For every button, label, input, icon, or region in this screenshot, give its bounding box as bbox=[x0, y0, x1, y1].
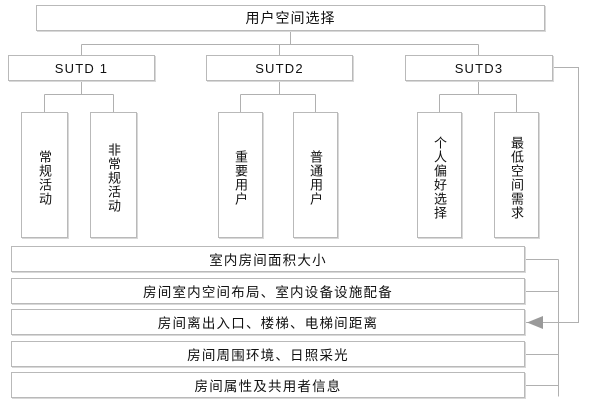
leaf-box-sutd1-irregular-activity[interactable]: 非常规活动 bbox=[90, 112, 137, 238]
group-box-sutd3[interactable]: SUTD3 bbox=[405, 55, 553, 81]
leaf-label-sutd1-1: 非常规活动 bbox=[106, 143, 121, 213]
criteria-label-4: 房间属性及共用者信息 bbox=[194, 379, 342, 394]
criteria-bar-room-attributes-sharer-info[interactable]: 房间属性及共用者信息 bbox=[11, 372, 525, 398]
leaf-label-sutd2-1: 普通用户 bbox=[308, 150, 323, 206]
root-box-user-space-selection[interactable]: 用户空间选择 bbox=[36, 5, 545, 31]
criteria-label-1: 房间室内空间布局、室内设备设施配备 bbox=[143, 285, 393, 300]
leaf-label-sutd1-0: 常规活动 bbox=[37, 150, 52, 206]
group-label-sutd1: SUTD 1 bbox=[54, 60, 109, 76]
criteria-bar-distance-entrance-stairs-elevator[interactable]: 房间离出入口、楼梯、电梯间距离 bbox=[11, 309, 525, 335]
leaf-label-sutd3-0: 个人偏好选择 bbox=[432, 136, 447, 220]
group-box-sutd2[interactable]: SUTD2 bbox=[206, 55, 353, 81]
group-box-sutd1[interactable]: SUTD 1 bbox=[8, 55, 155, 81]
leaf-box-sutd1-regular-activity[interactable]: 常规活动 bbox=[21, 112, 68, 238]
group-label-sutd3: SUTD3 bbox=[454, 60, 504, 76]
leaf-box-sutd3-minimum-space-need[interactable]: 最低空间需求 bbox=[494, 112, 539, 238]
leaf-label-sutd2-0: 重要用户 bbox=[233, 150, 248, 206]
criteria-bar-interior-layout-equipment[interactable]: 房间室内空间布局、室内设备设施配备 bbox=[11, 278, 525, 304]
criteria-bar-surrounding-environment-daylight[interactable]: 房间周围环境、日照采光 bbox=[11, 341, 525, 367]
leaf-box-sutd2-important-user[interactable]: 重要用户 bbox=[218, 112, 263, 238]
criteria-bar-room-area[interactable]: 室内房间面积大小 bbox=[11, 246, 525, 272]
criteria-label-0: 室内房间面积大小 bbox=[209, 253, 327, 268]
leaf-box-sutd3-personal-preference[interactable]: 个人偏好选择 bbox=[417, 112, 462, 238]
criteria-label-3: 房间周围环境、日照采光 bbox=[187, 348, 349, 363]
root-label: 用户空间选择 bbox=[245, 10, 336, 26]
feedback-arrowhead bbox=[527, 316, 543, 329]
criteria-label-2: 房间离出入口、楼梯、电梯间距离 bbox=[157, 316, 379, 331]
leaf-label-sutd3-1: 最低空间需求 bbox=[509, 136, 524, 220]
leaf-box-sutd2-regular-user[interactable]: 普通用户 bbox=[293, 112, 338, 238]
group-label-sutd2: SUTD2 bbox=[255, 60, 304, 76]
